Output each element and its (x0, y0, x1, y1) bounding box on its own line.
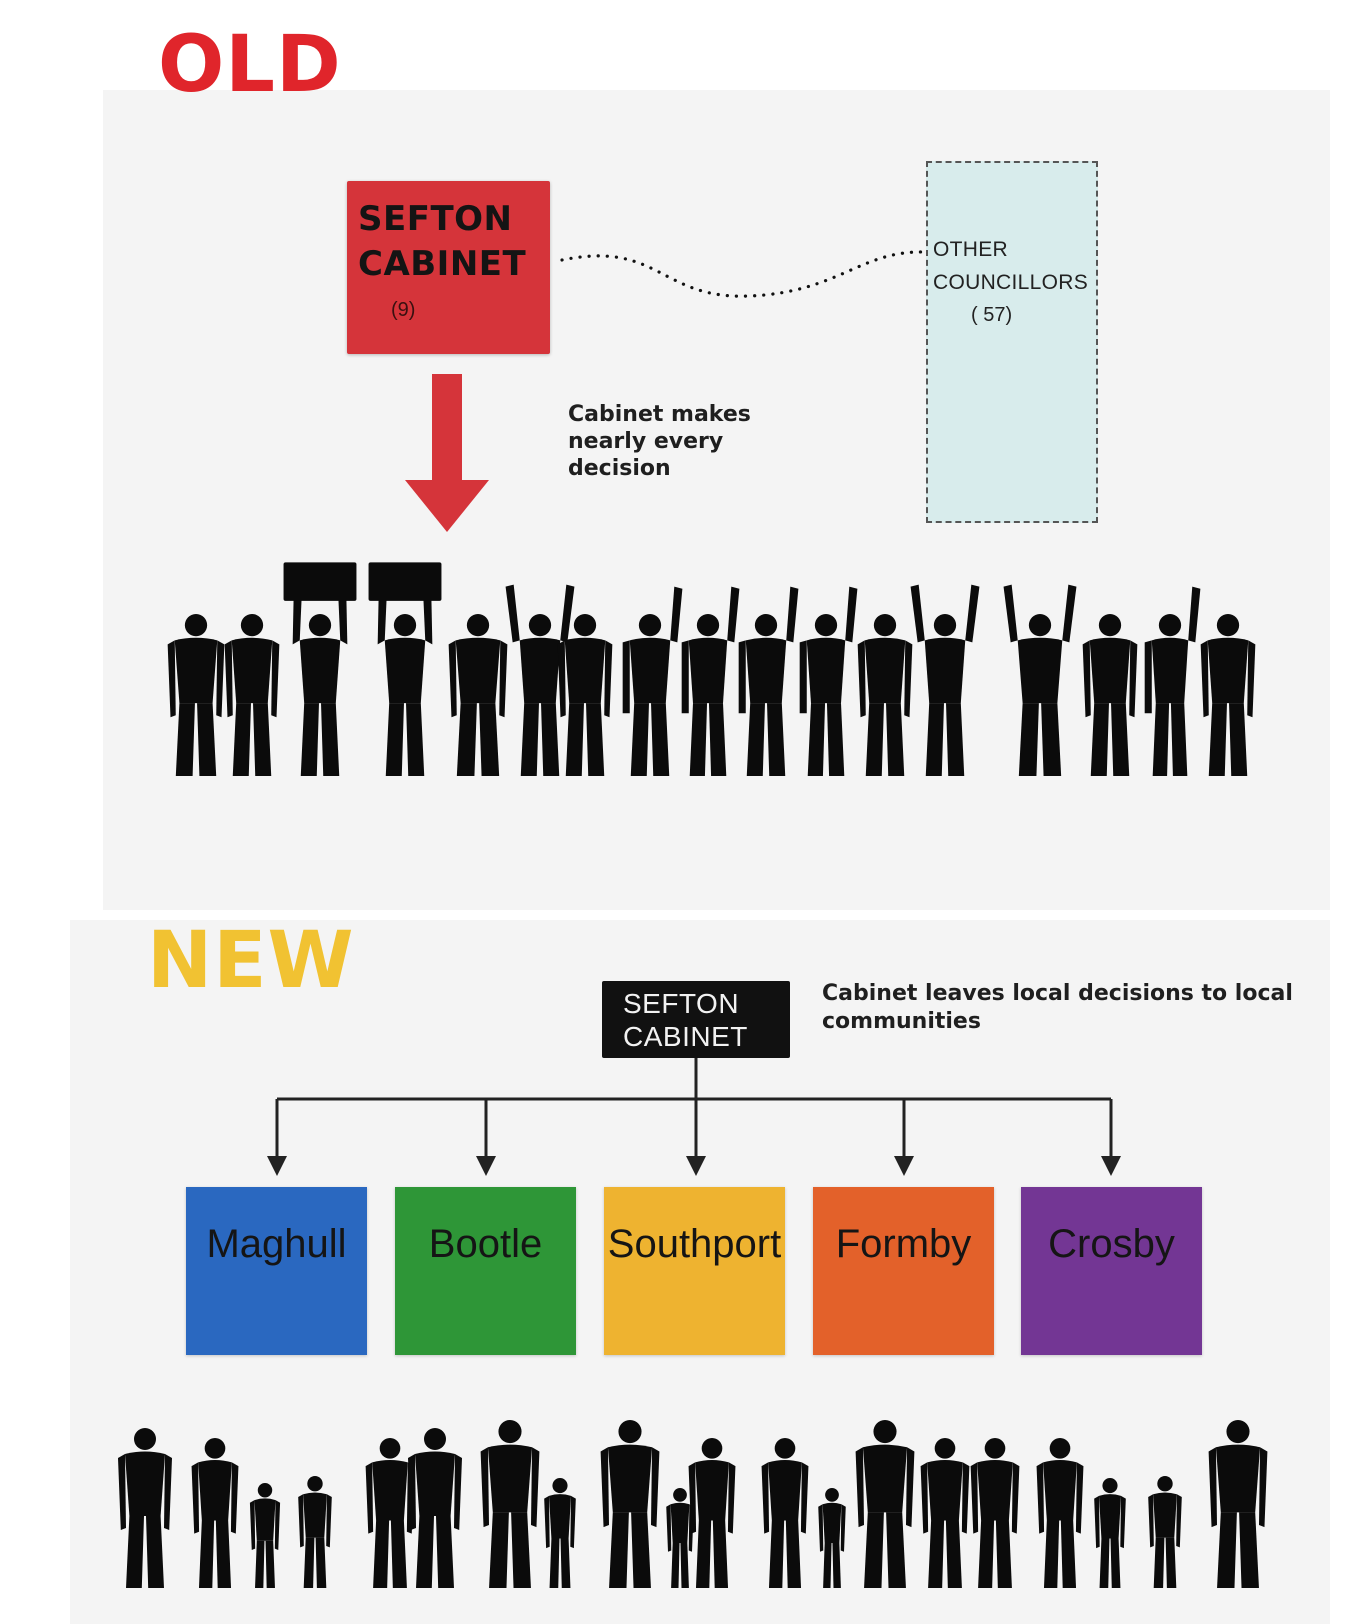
old-caption: Cabinet makes nearly every decision (568, 402, 751, 481)
other-councillors-line2: COUNCILLORS (933, 271, 1088, 294)
other-councillors-box: OTHER COUNCILLORS ( 57) (926, 161, 1098, 523)
new-caption: Cabinet leaves local decisions to local … (822, 981, 1293, 1034)
new-heading: NEW (147, 916, 355, 1006)
new-cabinet-line1: SEFTON (623, 988, 740, 1019)
town-label-crosby: Crosby (1048, 1222, 1175, 1266)
town-box-southport: Southport (604, 1187, 785, 1355)
town-box-maghull: Maghull (186, 1187, 367, 1355)
other-councillors-count: ( 57) (971, 304, 1013, 326)
old-cabinet-count: (9) (391, 299, 416, 321)
town-box-bootle: Bootle (395, 1187, 576, 1355)
town-label-bootle: Bootle (428, 1222, 543, 1266)
old-sefton-cabinet-box: SEFTON CABINET (9) (347, 181, 550, 354)
old-cabinet-line1: SEFTON (358, 199, 513, 239)
old-section-panel (103, 90, 1330, 910)
new-sefton-cabinet-box: SEFTON CABINET (602, 981, 790, 1058)
town-label-maghull: Maghull (206, 1222, 347, 1266)
town-label-southport: Southport (607, 1222, 782, 1266)
town-box-formby: Formby (813, 1187, 994, 1355)
town-box-crosby: Crosby (1021, 1187, 1202, 1355)
other-councillors-line1: OTHER (933, 238, 1008, 261)
new-cabinet-line2: CABINET (623, 1021, 748, 1052)
old-cabinet-line2: CABINET (358, 244, 527, 284)
old-heading: OLD (158, 20, 342, 110)
town-label-formby: Formby (835, 1222, 972, 1266)
